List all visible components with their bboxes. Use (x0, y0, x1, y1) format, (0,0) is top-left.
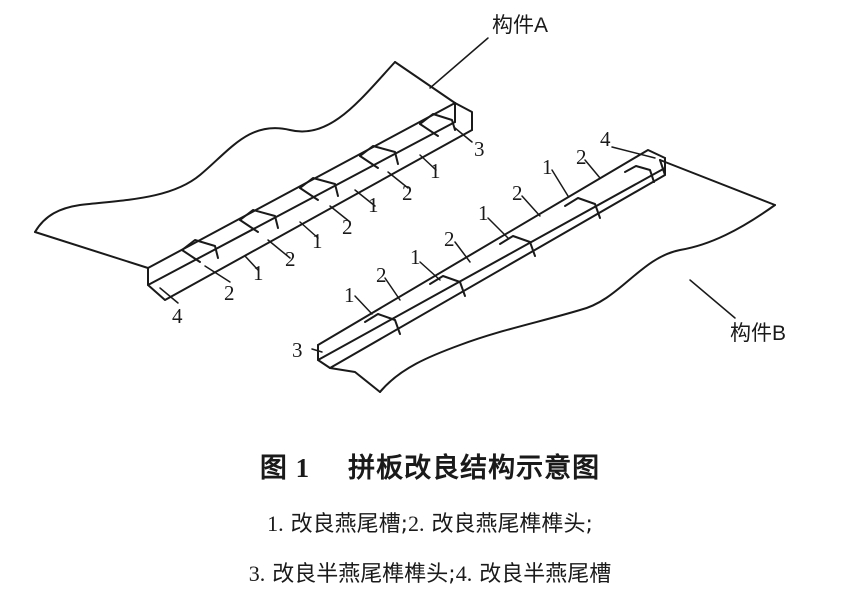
label-b-4: 4 (600, 127, 611, 151)
label-a-2: 2 (285, 247, 296, 271)
label-b-2: 2 (376, 263, 387, 287)
legend-text-3: 改良半燕尾榫榫头; (272, 562, 456, 587)
label-a-2: 2 (402, 181, 413, 205)
diagram: 构件A 构件B 4 2 1 2 1 2 1 2 1 3 3 1 2 1 2 1 … (34, 14, 786, 393)
component-b-grooves (364, 165, 655, 335)
component-a-board (34, 61, 473, 301)
label-component-a: 构件A (492, 14, 548, 37)
label-a-2: 2 (342, 215, 353, 239)
label-b-1: 1 (478, 201, 489, 225)
figure-title: 拼板改良结构示意图 (348, 453, 601, 484)
label-a-2: 2 (224, 281, 235, 305)
label-b-2: 2 (576, 145, 587, 169)
label-b-1: 1 (542, 155, 553, 179)
label-b-1: 1 (410, 245, 421, 269)
label-a-1: 1 (368, 193, 379, 217)
component-b-board (317, 149, 776, 393)
label-b-2: 2 (444, 227, 455, 251)
legend-text-1: 改良燕尾槽; (290, 512, 408, 537)
label-b-1: 1 (344, 283, 355, 307)
legend-num-1: 1. (267, 511, 284, 536)
legend-num-4: 4. (455, 561, 473, 586)
legend-text-4: 改良半燕尾槽 (479, 562, 612, 587)
figure-number: 图 1 (259, 453, 311, 483)
label-a-1: 1 (312, 229, 323, 253)
label-a-3: 3 (474, 137, 485, 161)
label-a-1: 1 (430, 159, 441, 183)
legend-line-1: 1. 改良燕尾槽;2. 改良燕尾榫榫头; (0, 506, 860, 538)
label-a-1: 1 (253, 261, 264, 285)
label-b-2: 2 (512, 181, 523, 205)
leader-lines (159, 37, 736, 353)
label-a-4: 4 (172, 304, 183, 328)
component-a-teeth (181, 113, 456, 263)
legend-num-3: 3. (248, 561, 266, 586)
figure-caption-title: 图 1 拼板改良结构示意图 (0, 446, 860, 485)
legend-line-2: 3. 改良半燕尾榫榫头;4. 改良半燕尾槽 (0, 556, 860, 588)
label-component-b: 构件B (730, 322, 786, 345)
label-b-3: 3 (292, 338, 303, 362)
legend-num-2: 2. (408, 511, 425, 536)
legend-text-2: 改良燕尾榫榫头; (431, 512, 593, 537)
